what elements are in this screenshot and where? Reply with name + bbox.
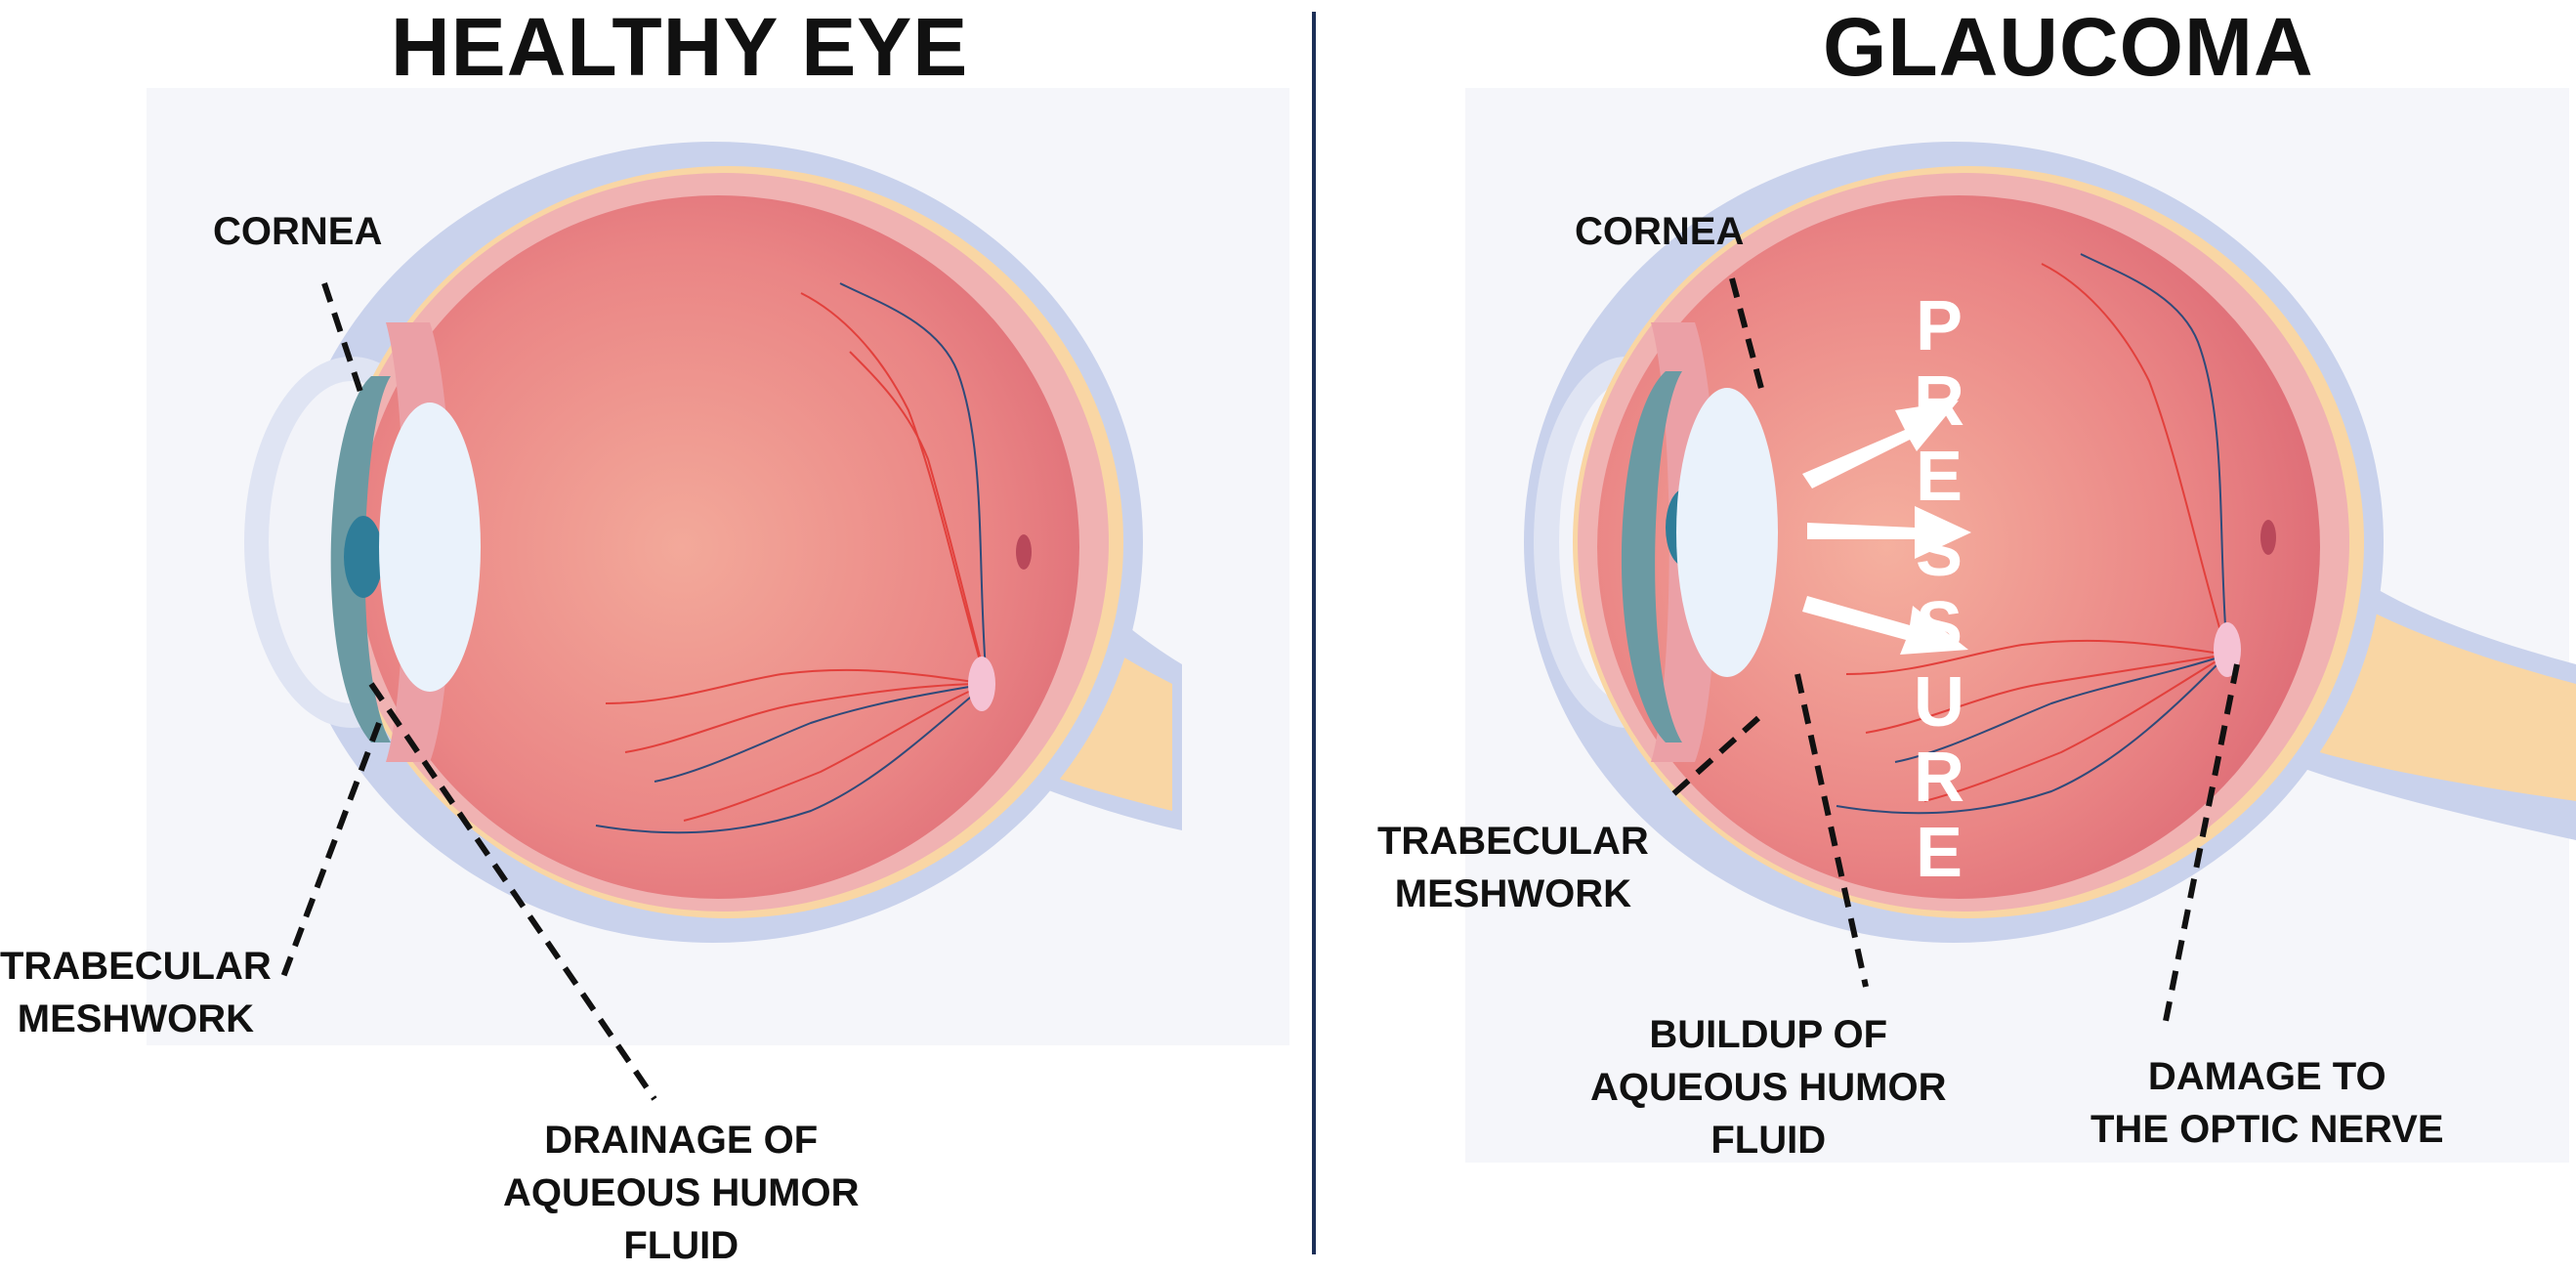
eyeball-interior bbox=[357, 195, 1079, 899]
pressure-letter-1: P bbox=[1915, 287, 1964, 365]
optic-disc bbox=[968, 657, 995, 711]
leader-drainage bbox=[368, 682, 657, 1101]
pressure-letter-3: E bbox=[1915, 438, 1964, 516]
healthy-eye-illustration bbox=[244, 142, 1182, 1101]
glaucoma-label-damage-line1: DAMAGE TO bbox=[2147, 1055, 2386, 1098]
glaucoma-label-buildup: BUILDUP OF AQUEOUS HUMOR FLUID bbox=[1590, 1008, 1946, 1166]
pressure-arrow-middle bbox=[1807, 506, 1971, 559]
glaucoma-label-buildup-line1: BUILDUP OF bbox=[1649, 1013, 1888, 1056]
pressure-arrow-upper bbox=[1802, 401, 1959, 488]
healthy-label-drainage: DRAINAGE OF AQUEOUS HUMOR FLUID bbox=[503, 1114, 859, 1272]
retinal-vessels bbox=[595, 282, 988, 834]
leader-trabecular bbox=[280, 721, 382, 979]
cornea bbox=[1621, 371, 1682, 742]
pressure-letter-4: S bbox=[1915, 513, 1964, 591]
healthy-eye-title: HEALTHY EYE bbox=[391, 1, 969, 93]
glaucoma-label-buildup-line2: AQUEOUS HUMOR bbox=[1590, 1066, 1947, 1109]
leader-trabecular bbox=[1663, 715, 1761, 804]
eyeball-interior bbox=[1597, 195, 2320, 899]
pressure-arrows bbox=[1802, 401, 1971, 655]
glaucoma-label-damage: DAMAGE TO THE OPTIC NERVE bbox=[2090, 1050, 2444, 1156]
fovea bbox=[2260, 520, 2276, 555]
leader-cornea bbox=[1729, 277, 1766, 397]
iris bbox=[344, 516, 383, 598]
glaucoma-eye-illustration bbox=[1524, 142, 2576, 1027]
pressure-arrow-lower bbox=[1802, 596, 1968, 655]
glaucoma-panel: GLAUCOMA bbox=[1319, 0, 2576, 1265]
pressure-letter-7: R bbox=[1914, 739, 1964, 817]
glaucoma-label-trabecular: TRABECULAR MESHWORK bbox=[1377, 815, 1649, 920]
lens bbox=[1676, 388, 1778, 677]
glaucoma-label-buildup-line3: FLUID bbox=[1710, 1119, 1827, 1162]
retinal-vessels bbox=[1836, 253, 2228, 815]
pressure-letter-5: S bbox=[1915, 588, 1964, 666]
healthy-eye-panel: HEALTHY EYE bbox=[0, 1, 1182, 1267]
healthy-label-drainage-line3: FLUID bbox=[623, 1224, 739, 1267]
fovea bbox=[1016, 534, 1032, 570]
glaucoma-label-trabecular-line2: MESHWORK bbox=[1394, 872, 1631, 915]
glaucoma-title: GLAUCOMA bbox=[1823, 1, 2314, 93]
pressure-letter-8: E bbox=[1915, 814, 1964, 892]
glaucoma-label-trabecular-line1: TRABECULAR bbox=[1377, 820, 1649, 863]
glaucoma-label-cornea: CORNEA bbox=[1575, 210, 1745, 253]
healthy-label-trabecular-line1: TRABECULAR bbox=[0, 945, 272, 988]
lens bbox=[379, 403, 481, 692]
pressure-letter-6: U bbox=[1914, 663, 1964, 742]
pressure-word: P R E S S U R E bbox=[1895, 289, 1983, 891]
pressure-letter-2: R bbox=[1914, 362, 1964, 441]
healthy-label-drainage-line1: DRAINAGE OF bbox=[544, 1119, 819, 1162]
healthy-label-cornea: CORNEA bbox=[213, 210, 383, 253]
optic-disc bbox=[2214, 622, 2241, 677]
glaucoma-label-damage-line2: THE OPTIC NERVE bbox=[2090, 1108, 2444, 1151]
leader-cornea bbox=[321, 282, 366, 402]
healthy-label-trabecular: TRABECULAR MESHWORK bbox=[0, 940, 272, 1045]
healthy-label-trabecular-line2: MESHWORK bbox=[17, 997, 254, 1040]
panel-divider bbox=[1312, 12, 1316, 1254]
healthy-label-drainage-line2: AQUEOUS HUMOR bbox=[503, 1171, 860, 1214]
leader-buildup bbox=[1795, 673, 1869, 988]
